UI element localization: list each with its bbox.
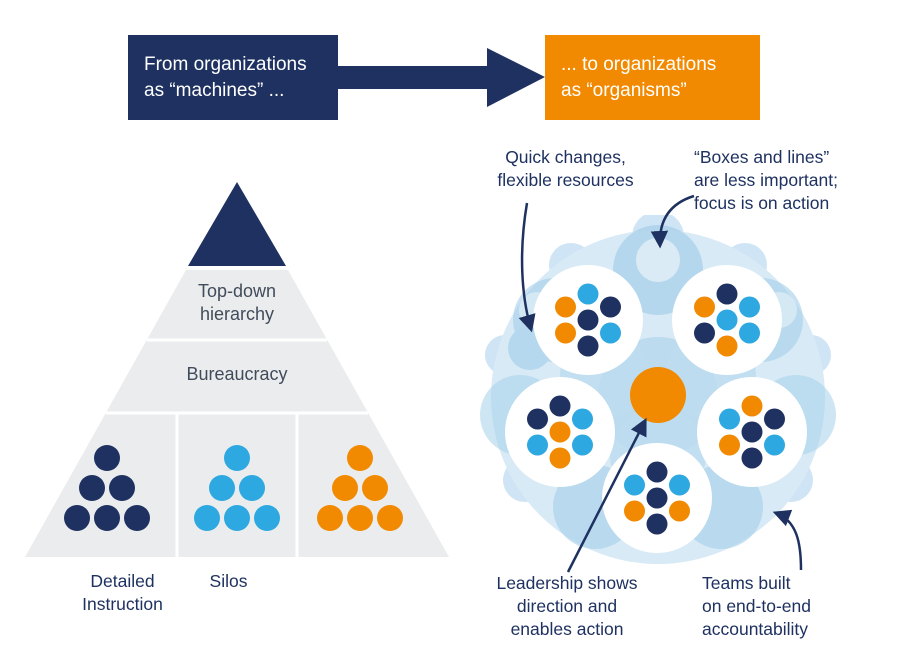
machine-pyramid	[25, 182, 449, 557]
bureaucracy-label: Bureaucracy	[186, 364, 288, 384]
top-down-hierarchy-label: Top-down hierarchy	[197, 281, 277, 324]
team-circle-top-right	[672, 265, 782, 375]
leadership-label: Leadership shows direction and enables a…	[496, 573, 638, 639]
organisms-box-label: ... to organizations as “organisms”	[561, 53, 717, 101]
silo-dots-navy	[64, 445, 150, 531]
machines-box-label: From organizations as “machines” ...	[144, 53, 307, 101]
quick-changes-label: Quick changes, flexible resources	[497, 147, 634, 190]
team-circle-bottom	[602, 443, 712, 553]
teams-label: Teams built on end-to-end accountability	[702, 573, 811, 639]
team-circle-top-left	[533, 265, 643, 375]
team-circle-left	[505, 377, 615, 487]
boxes-lines-label: “Boxes and lines” are less important; fo…	[694, 147, 838, 213]
team-circle-right	[697, 377, 807, 487]
transition-arrow	[338, 48, 545, 107]
machines-box: From organizations as “machines” ...	[128, 35, 338, 120]
organism-circle	[480, 215, 836, 564]
silo-dots-blue	[194, 445, 280, 531]
detailed-instruction-label: Detailed Instruction	[82, 571, 163, 614]
silo-dots-orange	[317, 445, 403, 531]
leadership-center-circle	[630, 367, 686, 423]
silos-label: Silos	[209, 571, 248, 591]
pyramid-cap	[188, 182, 286, 266]
organisms-box: ... to organizations as “organisms”	[545, 35, 760, 120]
